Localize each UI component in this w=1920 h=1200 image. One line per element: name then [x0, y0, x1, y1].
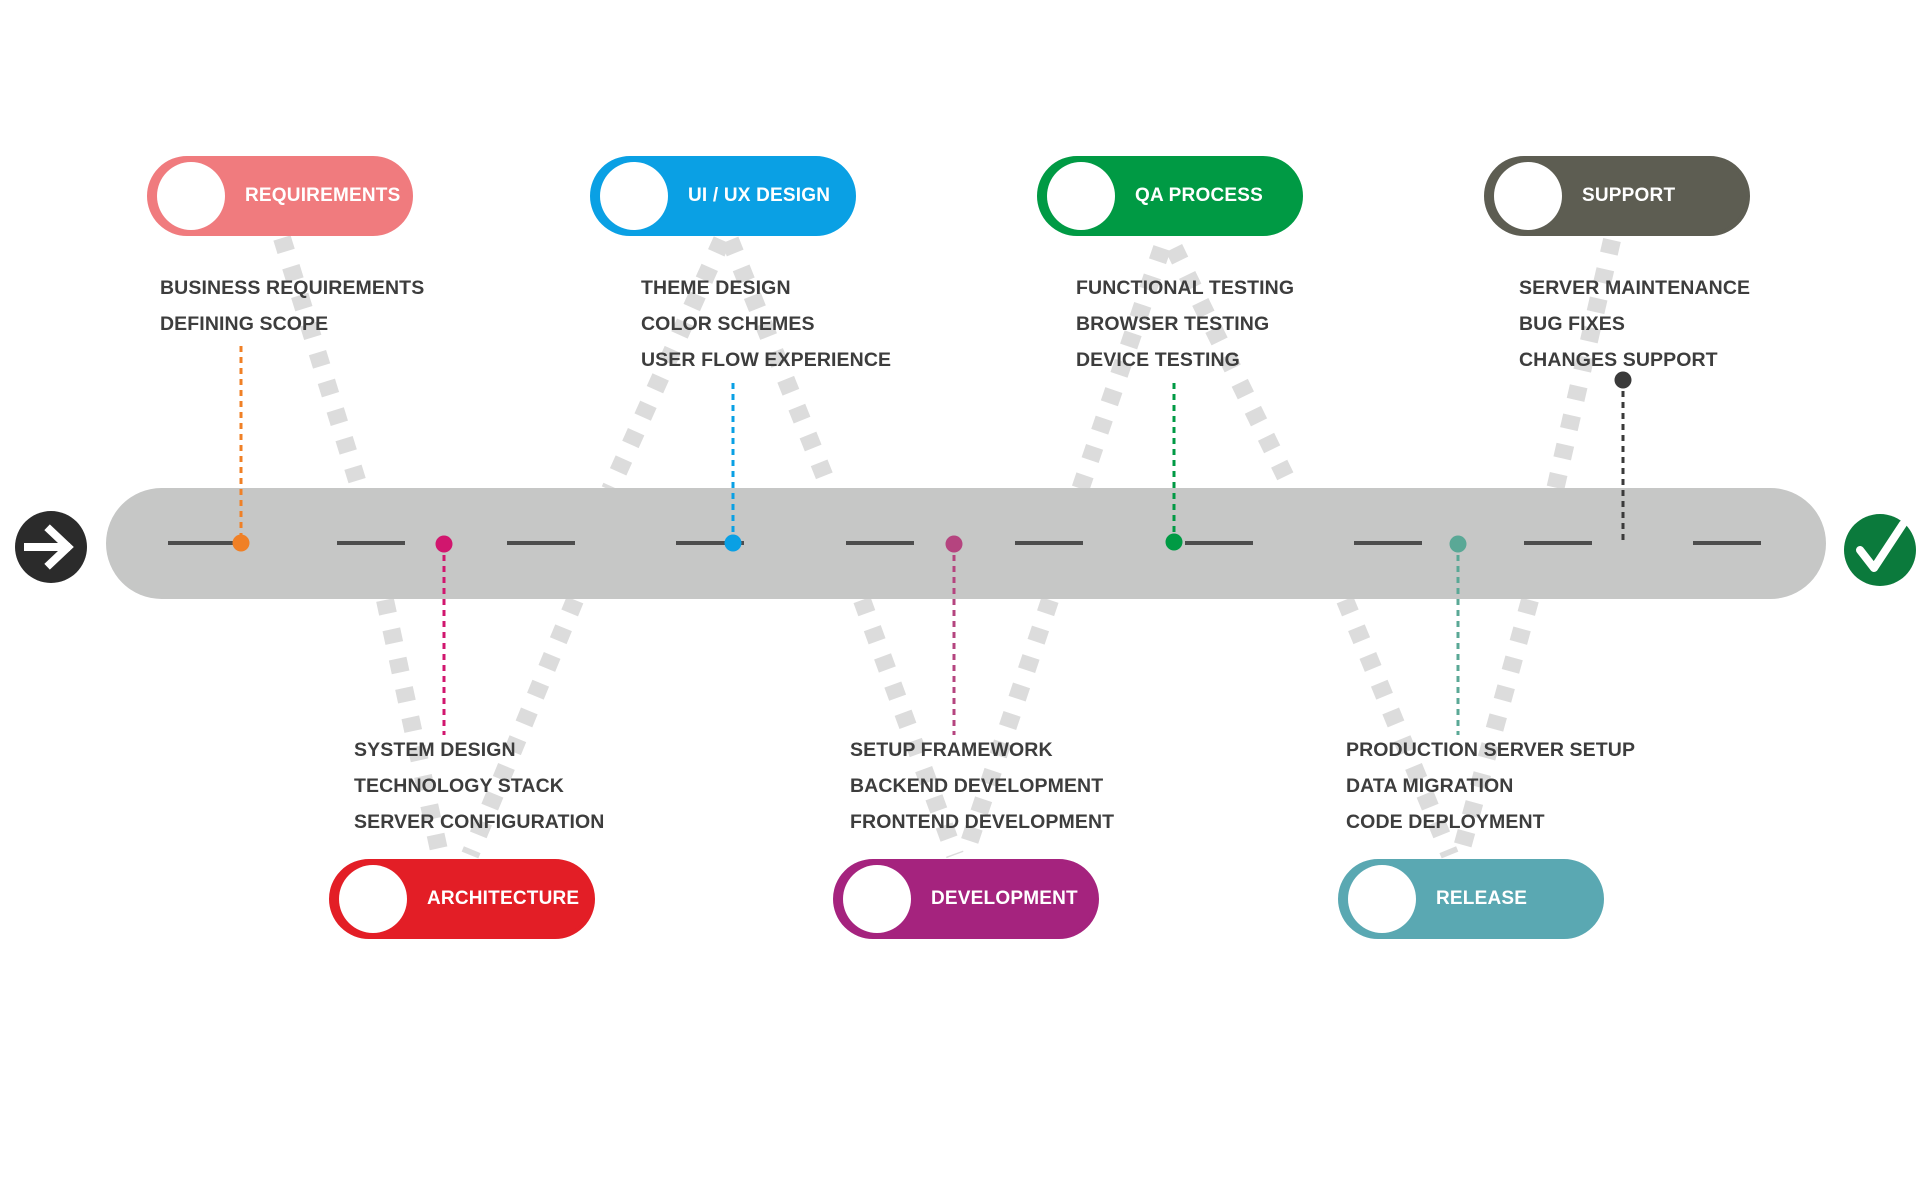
development-marker: [945, 535, 963, 553]
ui-ux-design-pill: UI / UX DESIGN: [590, 156, 856, 236]
trail-architecture-left: [376, 598, 449, 857]
checkmark-icon: [1844, 514, 1916, 586]
support-marker: [1614, 371, 1632, 389]
release-pill: RELEASE: [1338, 859, 1604, 939]
trails: [273, 235, 1621, 859]
development-items: SETUP FRAMEWORK BACKEND DEVELOPMENT FRON…: [850, 732, 1114, 840]
list-item: THEME DESIGN: [641, 277, 791, 299]
toggle-knob-icon: [1348, 865, 1416, 933]
list-item: BUG FIXES: [1519, 313, 1625, 335]
toggle-knob-icon: [1494, 162, 1562, 230]
connectors: [232, 346, 1632, 735]
toggle-knob-icon: [600, 162, 668, 230]
list-item: SERVER CONFIGURATION: [354, 811, 605, 833]
requirements-marker: [232, 534, 250, 552]
list-item: PRODUCTION SERVER SETUP: [1346, 739, 1636, 761]
list-item: BROWSER TESTING: [1076, 313, 1270, 335]
arrow-right-icon: [15, 511, 87, 583]
trail-requirements: [273, 235, 369, 493]
list-item: DEVICE TESTING: [1076, 349, 1240, 371]
list-item: FRONTEND DEVELOPMENT: [850, 811, 1115, 833]
list-item: FUNCTIONAL TESTING: [1076, 277, 1295, 299]
trail-qa-above-left: [1071, 245, 1171, 493]
phase-label: REQUIREMENTS: [245, 185, 401, 206]
qa-process-pill: QA PROCESS: [1037, 156, 1303, 236]
list-item: COLOR SCHEMES: [641, 313, 815, 335]
list-item: CODE DEPLOYMENT: [1346, 811, 1545, 833]
toggle-knob-icon: [843, 865, 911, 933]
list-item: USER FLOW EXPERIENCE: [641, 349, 892, 371]
toggle-knob-icon: [339, 865, 407, 933]
list-item: BUSINESS REQUIREMENTS: [160, 277, 425, 299]
phase-label: SUPPORT: [1582, 185, 1676, 206]
requirements-items: BUSINESS REQUIREMENTS DEFINING SCOPE: [160, 270, 424, 342]
architecture-pill: ARCHITECTURE: [329, 859, 595, 939]
list-item: CHANGES SUPPORT: [1519, 349, 1718, 371]
support-pill: SUPPORT: [1484, 156, 1750, 236]
architecture-items: SYSTEM DESIGN TECHNOLOGY STACK SERVER CO…: [354, 732, 604, 840]
phase-label: ARCHITECTURE: [427, 888, 580, 909]
list-item: BACKEND DEVELOPMENT: [850, 775, 1104, 797]
trail-release-right: [1451, 597, 1539, 858]
requirements-pill: REQUIREMENTS: [147, 156, 413, 236]
list-item: SETUP FRAMEWORK: [850, 739, 1053, 761]
list-item: SERVER MAINTENANCE: [1519, 277, 1751, 299]
release-marker: [1449, 535, 1467, 553]
architecture-marker: [435, 535, 453, 553]
phase-label: QA PROCESS: [1135, 185, 1263, 206]
qa-process-items: FUNCTIONAL TESTING BROWSER TESTING DEVIC…: [1076, 270, 1294, 378]
trail-development-right: [956, 597, 1059, 858]
list-item: TECHNOLOGY STACK: [354, 775, 564, 797]
release-items: PRODUCTION SERVER SETUP DATA MIGRATION C…: [1346, 732, 1635, 840]
toggle-knob-icon: [1047, 162, 1115, 230]
phase-label: RELEASE: [1436, 888, 1528, 909]
list-item: DATA MIGRATION: [1346, 775, 1514, 797]
qa-process-marker: [1165, 533, 1183, 551]
list-item: DEFINING SCOPE: [160, 313, 329, 335]
ui-ux-design-items: THEME DESIGN COLOR SCHEMES USER FLOW EXP…: [641, 270, 891, 378]
phase-label: DEVELOPMENT: [931, 888, 1078, 909]
ui-ux-design-marker: [724, 534, 742, 552]
phase-label: UI / UX DESIGN: [688, 185, 831, 206]
trail-support: [1546, 237, 1621, 493]
timeline-road: [106, 488, 1826, 599]
toggle-knob-icon: [157, 162, 225, 230]
development-pill: DEVELOPMENT: [833, 859, 1099, 939]
list-item: SYSTEM DESIGN: [354, 739, 516, 761]
support-items: SERVER MAINTENANCE BUG FIXES CHANGES SUP…: [1519, 270, 1750, 378]
